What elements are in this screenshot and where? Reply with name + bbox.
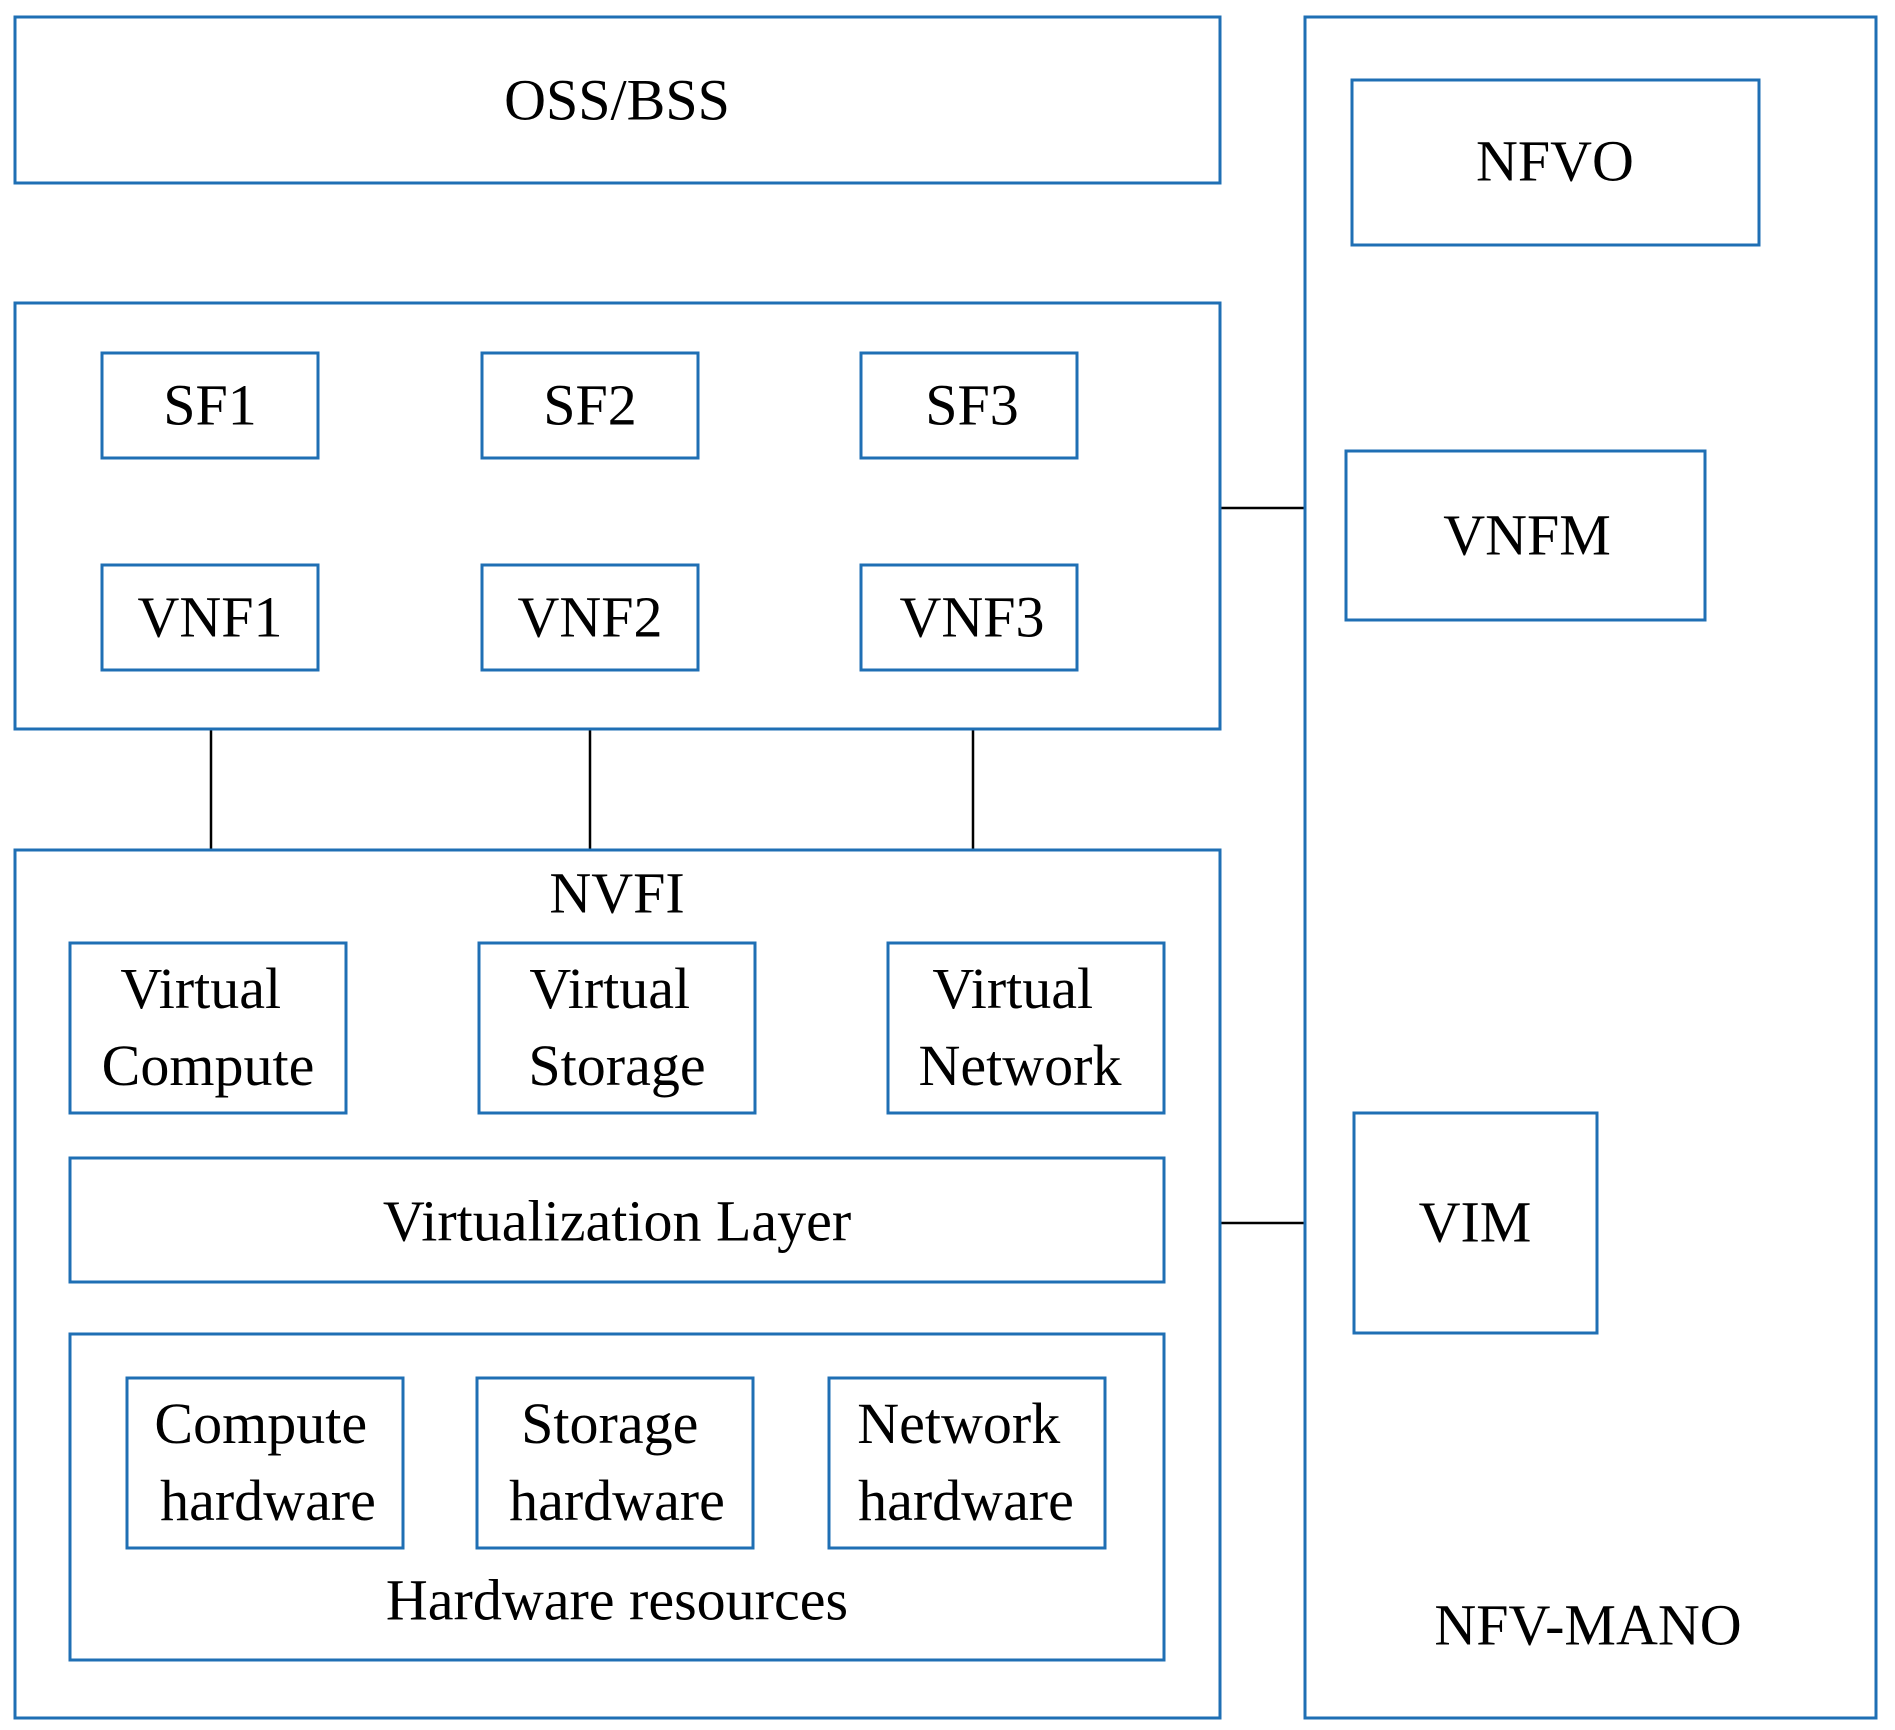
storage-hardware-box [475,1376,755,1550]
oss-bss-block: OSS/BSS [13,15,1222,185]
vnf3-label: VNF3 [899,585,1044,650]
compute-hardware-label: Compute hardware [154,1391,381,1533]
oss-bss-box [13,15,1222,185]
nvfi-block: NVFI Virtual Compute Virtual Storage Vir… [13,848,1222,1720]
vnf2-box [480,563,700,672]
nfv-mano-block: NFVO VNFM VIM NFV-MANO [1303,15,1878,1720]
virtual-network-label: Virtual Network [919,956,1122,1098]
nfv-mano-title: NFV-MANO [1434,1593,1741,1658]
vim-box [1352,1111,1599,1335]
virtualization-layer-box [68,1156,1166,1284]
sf2-box [480,351,700,460]
sf2-label: SF2 [543,373,637,438]
vnf1-box [100,563,320,672]
nvfi-title: NVFI [549,861,684,926]
vnf1-label: VNF1 [137,585,282,650]
hardware-resources-label: Hardware resources [386,1568,848,1633]
compute-hardware-box [125,1376,405,1550]
virtual-storage-box [477,941,757,1115]
virtual-storage-label: Virtual Storage [528,956,705,1098]
nfvo-label: NFVO [1476,129,1634,194]
virtualization-layer-label: Virtualization Layer [383,1189,851,1254]
sf3-label: SF3 [925,373,1019,438]
network-hardware-label: Network hardware [857,1391,1074,1533]
sf1-box [100,351,320,460]
virtual-compute-box [68,941,348,1115]
storage-hardware-label: Storage hardware [509,1391,725,1533]
sf1-label: SF1 [163,373,257,438]
nfvo-box [1350,78,1761,247]
vnf2-label: VNF2 [517,585,662,650]
vim-label: VIM [1419,1190,1532,1255]
sf3-box [859,351,1079,460]
nfv-mano-box [1303,15,1878,1720]
vnf-layer: SF1 SF2 SF3 VNF1 VNF2 VNF3 [13,301,1222,731]
vnfm-box [1344,449,1707,622]
oss-bss-label: OSS/BSS [504,68,730,133]
virtual-compute-label: Virtual Compute [102,956,315,1098]
virtual-network-box [886,941,1166,1115]
vnf3-box [859,563,1079,672]
network-hardware-box [827,1376,1107,1550]
vnfm-label: VNFM [1443,503,1611,568]
